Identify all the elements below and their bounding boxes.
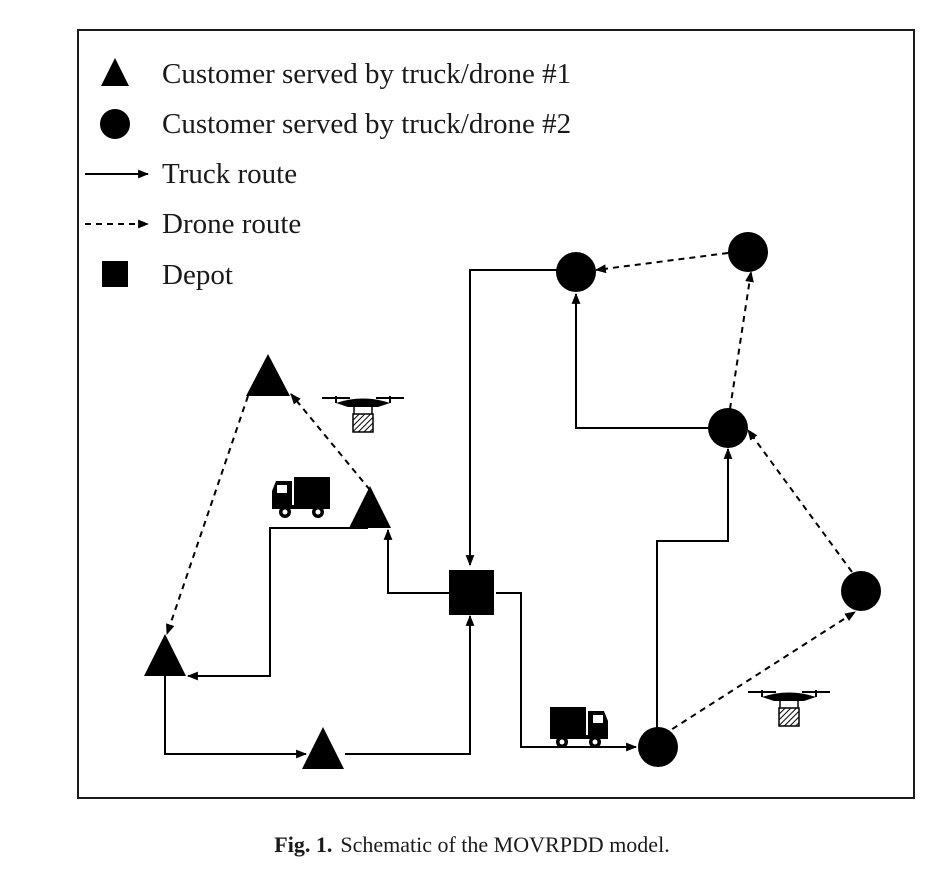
truck-route-segment: [383, 528, 452, 594]
truck-routes: [164, 269, 733, 759]
truck-route-segment: [571, 292, 728, 429]
truck-route-segment: [496, 592, 638, 752]
figure-caption-text: Schematic of the MOVRPDD model.: [340, 832, 670, 857]
legend-triangle-icon: [101, 58, 129, 86]
legend-depot-label: Depot: [162, 259, 233, 291]
truck-route-segment: [345, 614, 475, 755]
customer-triangle-icon: [144, 634, 186, 676]
customer-circle-icon: [638, 727, 678, 767]
figure-caption-label: Fig. 1.: [274, 832, 333, 857]
truck-route-segment: [186, 527, 368, 681]
customers-route-1: [144, 354, 391, 769]
customer-circle-icon: [841, 571, 881, 611]
drone-icon: [748, 690, 830, 727]
truck-route-segment: [656, 447, 733, 747]
truck-icon: [272, 477, 330, 518]
figure-caption: Fig. 1. Schematic of the MOVRPDD model.: [0, 832, 944, 858]
truck-icon: [550, 707, 608, 748]
customer-circle-icon: [728, 232, 768, 272]
drone-route-segment: [290, 393, 371, 491]
drone-route-segment: [747, 429, 853, 573]
customer-circle-icon: [556, 252, 596, 292]
drone-route-segment: [662, 611, 856, 736]
drone-route-segment: [594, 252, 729, 274]
legend-drone-route-label: Drone route: [162, 208, 301, 240]
depot-square-icon: [449, 570, 494, 615]
drone-route-segment: [166, 395, 249, 636]
legend-customer-1-label: Customer served by truck/drone #1: [162, 58, 571, 90]
legend-square-icon: [102, 261, 128, 287]
truck-route-segment: [164, 676, 308, 759]
customer-triangle-icon: [302, 727, 344, 769]
figure-frame: [77, 29, 915, 799]
truck-route-segment: [465, 269, 577, 567]
legend-circle-icon: [100, 109, 130, 139]
customers-route-2: [556, 232, 881, 767]
customer-circle-icon: [708, 408, 748, 448]
drone-routes: [166, 252, 856, 736]
drone-icon: [322, 396, 404, 433]
legend-customer-2-label: Customer served by truck/drone #2: [162, 108, 571, 140]
customer-triangle-icon: [349, 486, 391, 528]
customer-triangle-icon: [246, 354, 290, 396]
legend: Customer served by truck/drone #1 Custom…: [85, 58, 571, 291]
legend-truck-route-label: Truck route: [162, 158, 297, 190]
drone-route-segment: [729, 270, 754, 410]
